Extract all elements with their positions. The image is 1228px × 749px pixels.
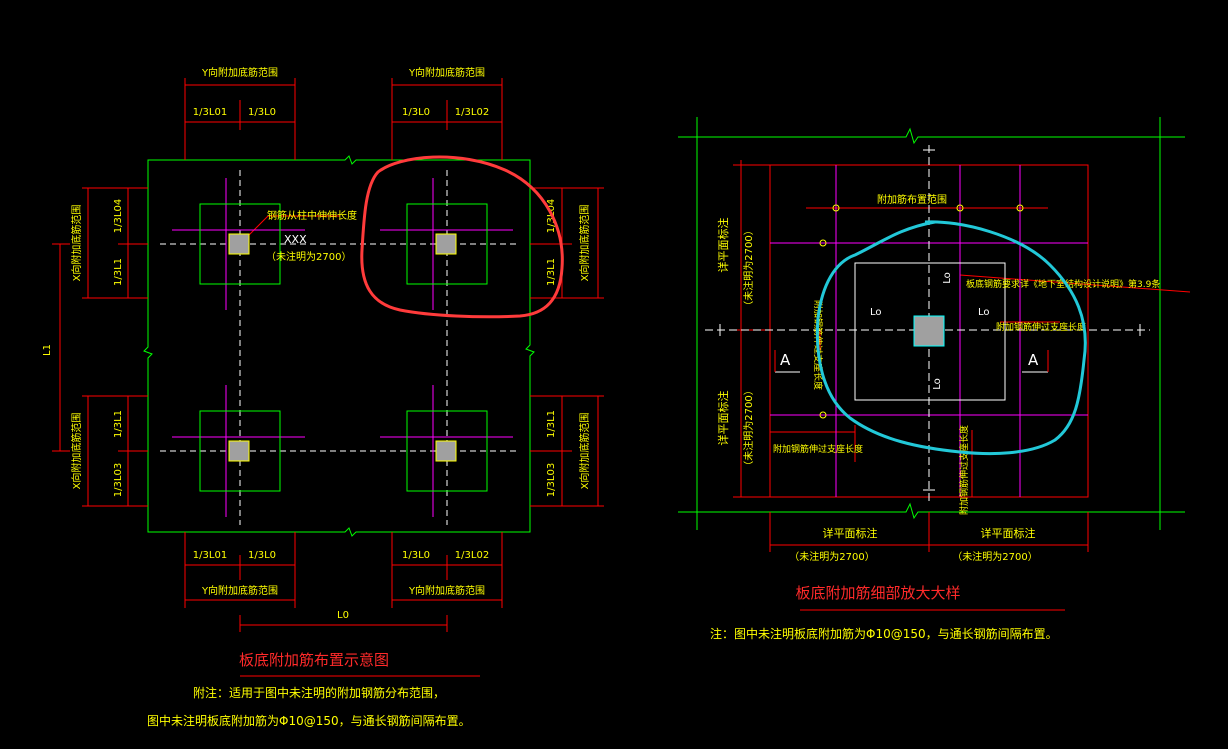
- y-range-label-bottom-right: Y向附加底筋范围: [408, 584, 485, 597]
- dim-L0: L0: [337, 610, 349, 621]
- right-texts: 附加筋布置范围 Lo Lo Lo Lo 板底钢筋要求详《地下室结构设计说明》第3…: [716, 193, 1160, 563]
- left-note-line1: 附注：适用于图中未注明的附加钢筋分布范围，: [193, 685, 445, 700]
- dim-top-left-2: 1/3L0: [248, 107, 276, 118]
- right-axis-ticks: [719, 149, 1141, 491]
- anchor-note: 钢筋从柱中伸伸长度: [267, 209, 357, 222]
- y-range-label-top-right: Y向附加底筋范围: [408, 66, 485, 79]
- default-left-upper: （未注明为2700）: [742, 225, 755, 310]
- dim-top-left-1: 1/3L01: [193, 107, 227, 118]
- column: [435, 440, 457, 462]
- section-mark-right-letter: A: [1028, 351, 1039, 369]
- left-slab-outline: [143, 155, 535, 537]
- lo-label-bottom: Lo: [932, 378, 943, 390]
- right-markers: [819, 204, 1024, 419]
- section-mark-right: A: [1022, 350, 1049, 373]
- dim-bottom-left-2: 1/3L0: [248, 550, 276, 561]
- anchor-value: XXX: [284, 233, 307, 246]
- left-note-line2: 图中未注明板底附加筋为Φ10@150，与通长钢筋间隔布置。: [147, 713, 471, 728]
- anchor-default: （未注明为2700）: [266, 250, 351, 263]
- column-drop-panel: [199, 203, 281, 285]
- right-note: 注：图中未注明板底附加筋为Φ10@150，与通长钢筋间隔布置。: [710, 626, 1058, 641]
- default-left-lower: （未注明为2700）: [742, 385, 755, 470]
- lo-label-top: Lo: [942, 272, 953, 284]
- column-drop-panel: [406, 410, 488, 492]
- default-bottom-right: （未注明为2700）: [952, 550, 1037, 563]
- see-plan-bottom-left: 详平面标注: [823, 526, 878, 540]
- detail-column: [913, 315, 945, 347]
- dim-bottom-right-1: 1/3L0: [402, 550, 430, 561]
- left-axis-lines: [160, 170, 520, 525]
- range-label: 附加筋布置范围: [877, 193, 947, 206]
- column: [228, 440, 250, 462]
- markup-circle-red: [360, 155, 564, 319]
- extend-label: 附加钢筋伸过支座长度: [996, 321, 1086, 333]
- right-detail-diagram: 附加筋布置范围 Lo Lo Lo Lo 板底钢筋要求详《地下室结构设计说明》第3…: [678, 117, 1191, 641]
- extend-label-left: 附加钢筋伸过支座长度: [773, 443, 863, 455]
- column-drop-panel: [199, 410, 281, 492]
- dim-left-lower-1: 1/3L1: [113, 410, 124, 438]
- detail-note: 板底钢筋要求详《地下室结构设计说明》第3.9条: [966, 278, 1160, 290]
- section-mark-left: A: [774, 350, 800, 373]
- column-drop-panel: [406, 203, 488, 285]
- dim-L1: L1: [42, 344, 53, 356]
- support-zone-box: [854, 262, 1006, 401]
- left-plan-diagram: Y向附加底筋范围 Y向附加底筋范围 1/3L01 1/3L0 1/3L0 1/3…: [42, 66, 604, 728]
- see-plan-left-lower: 详平面标注: [716, 391, 730, 446]
- left-title: 板底附加筋布置示意图: [239, 651, 389, 669]
- right-slab-outline: [678, 117, 1185, 530]
- left-dimension-lines: [52, 78, 604, 632]
- see-plan-bottom-right: 详平面标注: [981, 526, 1036, 540]
- y-range-label-bottom-left: Y向附加底筋范围: [201, 584, 278, 597]
- dim-bottom-left-1: 1/3L01: [193, 550, 227, 561]
- section-mark-left-letter: A: [780, 351, 791, 369]
- lo-label-right: Lo: [978, 307, 990, 318]
- lo-label-left: Lo: [870, 307, 882, 318]
- left-rebar-lines: [172, 178, 513, 517]
- x-range-label-right-upper: X向附加底筋范围: [578, 205, 591, 282]
- y-range-label-top-left: Y向附加底筋范围: [201, 66, 278, 79]
- dim-right-lower-1: 1/3L1: [546, 410, 557, 438]
- column: [435, 233, 457, 255]
- left-dimension-texts: Y向附加底筋范围 Y向附加底筋范围 1/3L01 1/3L0 1/3L0 1/3…: [42, 66, 591, 621]
- extend-label-bottom-vertical: 附加钢筋伸过支座长度: [958, 425, 970, 515]
- see-plan-left-upper: 详平面标注: [716, 218, 730, 273]
- dim-top-right-1: 1/3L0: [402, 107, 430, 118]
- dim-left-upper-1: 1/3L04: [113, 199, 124, 233]
- dim-right-upper-2: 1/3L1: [546, 258, 557, 286]
- x-range-label-left-lower: X向附加底筋范围: [70, 413, 83, 490]
- dim-left-lower-2: 1/3L03: [113, 463, 124, 497]
- markup-circle-cyan: [815, 220, 1087, 456]
- right-title: 板底附加筋细部放大大样: [795, 584, 960, 602]
- default-bottom-left: （未注明为2700）: [789, 550, 874, 563]
- dim-bottom-right-2: 1/3L02: [455, 550, 489, 561]
- left-columns: [199, 203, 488, 492]
- dim-top-right-2: 1/3L02: [455, 107, 489, 118]
- dim-right-lower-2: 1/3L03: [546, 463, 557, 497]
- column: [228, 233, 250, 255]
- x-range-label-right-lower: X向附加底筋范围: [578, 413, 591, 490]
- dim-left-upper-2: 1/3L1: [113, 258, 124, 286]
- x-range-label-left-upper: X向附加底筋范围: [70, 205, 83, 282]
